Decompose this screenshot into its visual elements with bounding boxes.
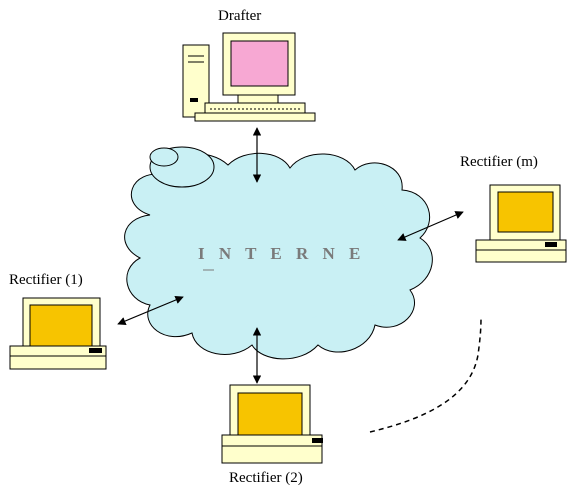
- rectifier-m-computer: [475, 184, 567, 263]
- rectifier-2-computer: [221, 384, 323, 464]
- cloud-puff-small: [149, 147, 179, 167]
- rectifier-1-computer: [9, 297, 107, 370]
- internet-label: I N T E R N E: [198, 244, 366, 263]
- rectifier-m-label: Rectifier (m): [460, 154, 538, 170]
- drafter-computer: [182, 32, 316, 122]
- rectifier-1-label: Rectifier (1): [9, 272, 83, 288]
- more-rectifiers-dashed-arc: [369, 317, 482, 433]
- drafter-label: Drafter: [218, 8, 262, 24]
- internet-cloud: [124, 146, 433, 360]
- link-rectifier-1-internet: [117, 296, 184, 325]
- rectifier-2-label: Rectifier (2): [229, 470, 303, 486]
- link-rectifier-m-internet: [397, 211, 464, 241]
